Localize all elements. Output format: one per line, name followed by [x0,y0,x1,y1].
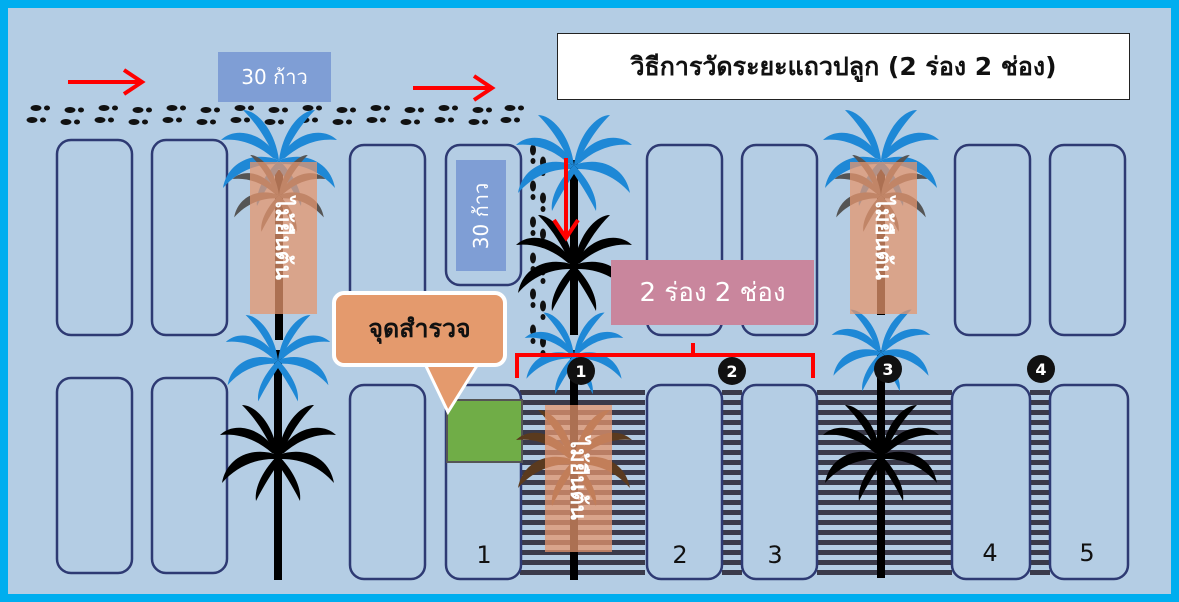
tree-label-text: ไม้ยืนต้น [565,437,591,520]
planting-bed [645,143,724,337]
arrow-right-icon [68,68,146,96]
diagram-title: วิธีการวัดระยะแถวปลูก (2 ร่อง 2 ช่อง) [557,33,1130,100]
planting-bed [740,143,819,337]
arrow-down-icon [552,158,580,242]
bed-number: 4 [982,539,998,567]
row-badge: 2 [718,357,746,385]
bed-number: 1 [476,541,492,569]
planting-bed [1048,383,1130,581]
footprint-icon [26,105,524,125]
bed-number: 3 [767,541,783,569]
bed-number: 2 [672,541,688,569]
planting-bed [55,376,134,575]
planting-bed [645,383,724,581]
step-count-horizontal: 30 ก้าว [218,52,331,102]
ditch-hatch [722,385,742,579]
survey-point-callout: จุดสำรวจ [332,291,507,367]
planting-bed [150,138,229,337]
tree-label-tag: ไม้ยืนต้น [545,405,612,552]
palm-tree-icon [823,309,939,578]
bed-number: 5 [1079,539,1095,567]
tree-label-text: ไม้ยืนต้น [270,196,296,280]
planting-bed [55,138,134,337]
row-badge: 3 [874,355,902,383]
bracket-icon [515,343,815,378]
planting-beds-bottom [55,376,1130,581]
planting-bed [950,383,1032,581]
row-badge: 1 [567,357,595,385]
tree-label-tag: ไม้ยืนต้น [850,162,917,314]
row-badge: 4 [1027,355,1055,383]
palm-tree-icon [220,315,336,580]
planting-bed [150,376,229,575]
planting-bed [1048,143,1127,337]
planting-bed [953,143,1032,337]
tree-label-tag: ไม้ยืนต้น [250,162,317,314]
palm-tree-icon [516,115,632,335]
tree-label-text: ไม้ยืนต้น [870,196,896,280]
planting-bed [348,383,427,581]
arrow-right-icon [413,74,496,102]
step-count-vertical: 30 ก้าว [456,160,506,271]
ditch-hatch [1030,385,1050,579]
planting-bed [444,143,523,287]
planting-bed [740,383,819,581]
survey-point-square [446,399,523,463]
rows-label: 2 ร่อง 2 ช่อง [611,260,814,325]
step-count-vertical-text: 30 ก้าว [469,182,494,249]
